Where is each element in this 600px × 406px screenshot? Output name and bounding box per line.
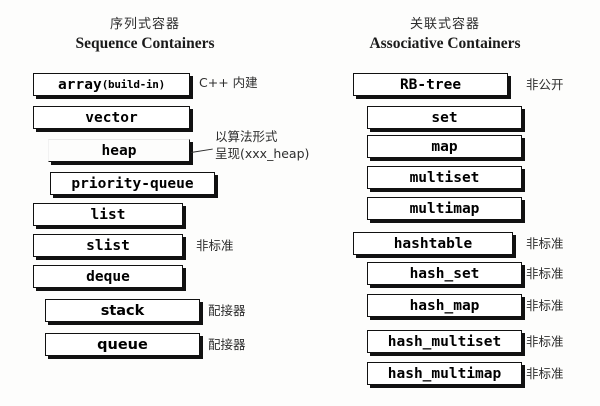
container-label-vector: vector xyxy=(85,109,138,126)
note-heap: 以算法形式 呈现(xxx_heap) xyxy=(215,128,309,162)
container-label-hash-set: hash_set xyxy=(409,265,480,282)
container-label-hash-map: hash_map xyxy=(409,297,480,314)
container-label-slist: slist xyxy=(86,237,130,254)
note-hashtable: 非标准 xyxy=(526,236,564,251)
container-box-set[interactable]: set xyxy=(367,106,522,129)
sequence-containers-title-en: Sequence Containers xyxy=(75,35,215,52)
container-box-stack[interactable]: stack xyxy=(45,299,200,322)
container-label-queue: queue xyxy=(97,336,148,353)
container-box-hash-map[interactable]: hash_map xyxy=(367,294,522,317)
container-box-heap[interactable]: heap xyxy=(48,139,190,162)
container-label-map: map xyxy=(431,138,458,155)
note-hash-set: 非标准 xyxy=(526,266,564,281)
note-heap-line2: 呈现(xxx_heap) xyxy=(215,146,310,161)
heap-leader-line xyxy=(190,148,213,154)
container-box-multimap[interactable]: multimap xyxy=(367,197,522,220)
container-box-hash-set[interactable]: hash_set xyxy=(367,262,522,285)
container-box-hash-multimap[interactable]: hash_multimap xyxy=(367,362,522,385)
container-box-hashtable[interactable]: hashtable xyxy=(353,232,513,255)
sequence-containers-header: 序列式容器 Sequence Containers xyxy=(25,16,265,53)
note-hash-multimap: 非标准 xyxy=(526,366,564,381)
container-label-multiset: multiset xyxy=(409,169,480,186)
container-label-hashtable: hashtable xyxy=(393,235,473,252)
note-slist: 非标准 xyxy=(196,238,234,253)
container-label-heap: heap xyxy=(101,142,137,159)
note-queue: 配接器 xyxy=(208,337,246,352)
note-rb-tree: 非公开 xyxy=(526,77,564,92)
container-label-multimap: multimap xyxy=(409,200,480,217)
container-label-array: array xyxy=(58,76,102,93)
container-label-hash-multimap: hash_multimap xyxy=(387,365,502,382)
container-label-priority-queue: priority-queue xyxy=(71,175,194,192)
container-box-slist[interactable]: slist xyxy=(33,234,183,257)
sequence-containers-title-cn: 序列式容器 xyxy=(109,17,180,32)
container-label-hash-multiset: hash_multiset xyxy=(387,333,502,350)
container-box-deque[interactable]: deque xyxy=(33,265,183,288)
container-box-vector[interactable]: vector xyxy=(33,106,190,129)
note-hash-map: 非标准 xyxy=(526,298,564,313)
note-array: C++ 内建 xyxy=(199,75,258,90)
container-box-multiset[interactable]: multiset xyxy=(367,166,522,189)
note-heap-line1: 以算法形式 xyxy=(215,129,278,144)
container-box-array[interactable]: array(build-in) xyxy=(33,73,190,96)
container-label-list: list xyxy=(90,206,126,223)
container-box-priority-queue[interactable]: priority-queue xyxy=(50,172,215,195)
container-label-rb-tree: RB-tree xyxy=(399,76,462,93)
associative-containers-title-cn: 关联式容器 xyxy=(409,17,480,32)
note-stack: 配接器 xyxy=(208,303,246,318)
container-label-stack: stack xyxy=(100,302,145,319)
container-box-queue[interactable]: queue xyxy=(45,333,200,356)
container-label-deque: deque xyxy=(86,268,130,285)
note-hash-multiset: 非标准 xyxy=(526,334,564,349)
container-label-set: set xyxy=(431,109,458,126)
container-box-map[interactable]: map xyxy=(367,135,522,158)
container-box-hash-multiset[interactable]: hash_multiset xyxy=(367,330,522,353)
associative-containers-header: 关联式容器 Associative Containers xyxy=(325,16,565,53)
container-box-list[interactable]: list xyxy=(33,203,183,226)
associative-containers-title-en: Associative Containers xyxy=(369,35,521,52)
container-box-rb-tree[interactable]: RB-tree xyxy=(353,73,508,96)
container-suffix-array: (build-in) xyxy=(101,78,166,91)
